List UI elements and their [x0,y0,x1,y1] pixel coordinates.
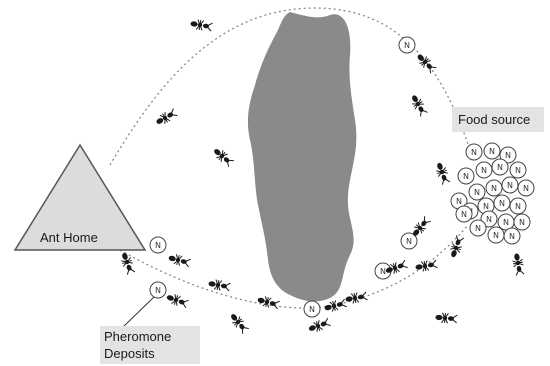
svg-text:N: N [483,202,489,211]
svg-text:N: N [523,184,529,193]
ant-home-label: Ant Home [40,230,98,245]
ant-icon [228,311,250,334]
pheromone-marker-icon: N [399,37,415,53]
ant-icon [154,108,178,127]
obstacle-blob [248,12,356,301]
svg-text:N: N [509,232,515,241]
pheromone-deposits-label: Pheromone Deposits [100,326,200,364]
food-source-label: Food source [452,107,544,132]
svg-text:N: N [519,218,525,227]
pheromone-marker-icon: N [470,220,486,236]
ant-icon [119,251,136,275]
pheromone-marker-icon: N [484,143,500,159]
svg-text:N: N [481,166,487,175]
pheromone-marker-icon: N [466,144,482,160]
pheromone-marker-icon: N [494,195,510,211]
svg-text:N: N [515,202,521,211]
ant-icon [345,291,368,305]
svg-text:N: N [456,197,462,206]
ant-icon [511,253,525,276]
svg-text:N: N [489,147,495,156]
ant-icon [167,253,190,268]
svg-text:N: N [463,172,469,181]
pheromone-marker-icon: N [150,282,166,298]
ant-icon [434,161,451,185]
svg-text:N: N [309,305,315,314]
svg-text:N: N [505,151,511,160]
svg-text:N: N [471,148,477,157]
pheromone-marker-icon: N [486,180,502,196]
pheromone-marker-icon: N [502,177,518,193]
svg-text:N: N [474,188,480,197]
ant-icon [165,292,189,309]
pheromone-label-line1: Pheromone [104,328,200,345]
svg-text:N: N [507,181,513,190]
pheromone-marker-icon: N [504,228,520,244]
svg-text:N: N [155,241,161,250]
ant-icon [415,52,437,74]
pheromone-marker-icon: N [488,227,504,243]
svg-text:N: N [499,199,505,208]
ant-icon [307,317,331,334]
svg-text:N: N [493,231,499,240]
svg-text:N: N [380,267,386,276]
pheromone-pointer-line [122,296,155,328]
pheromone-marker-icon: N [510,162,526,178]
ant-icon [256,295,279,310]
svg-text:N: N [404,41,410,50]
svg-text:N: N [503,218,509,227]
ant-icon [208,278,231,292]
pheromone-marker-icon: N [514,214,530,230]
ant-icon [435,312,457,324]
svg-text:N: N [515,166,521,175]
svg-text:N: N [491,184,497,193]
svg-text:N: N [461,210,467,219]
ant-icon [190,18,213,32]
ant-icon [323,298,346,313]
pheromone-label-line2: Deposits [104,345,200,362]
pheromone-marker-icon: N [518,180,534,196]
svg-text:N: N [486,215,492,224]
pheromone-marker-icon: N [476,162,492,178]
pheromone-marker-icon: N [492,159,508,175]
svg-text:N: N [475,224,481,233]
pheromone-marker-icon: N [510,198,526,214]
pheromone-marker-icon: N [458,168,474,184]
pheromone-marker-icon: N [150,237,166,253]
svg-text:N: N [406,237,412,246]
ant-icon [409,93,428,117]
svg-text:N: N [155,286,161,295]
pheromone-marker-icon: N [469,184,485,200]
pheromone-marker-icon: N [304,301,320,317]
pheromone-marker-icon: N [456,206,472,222]
svg-text:N: N [497,163,503,172]
ant-icon [211,146,234,168]
